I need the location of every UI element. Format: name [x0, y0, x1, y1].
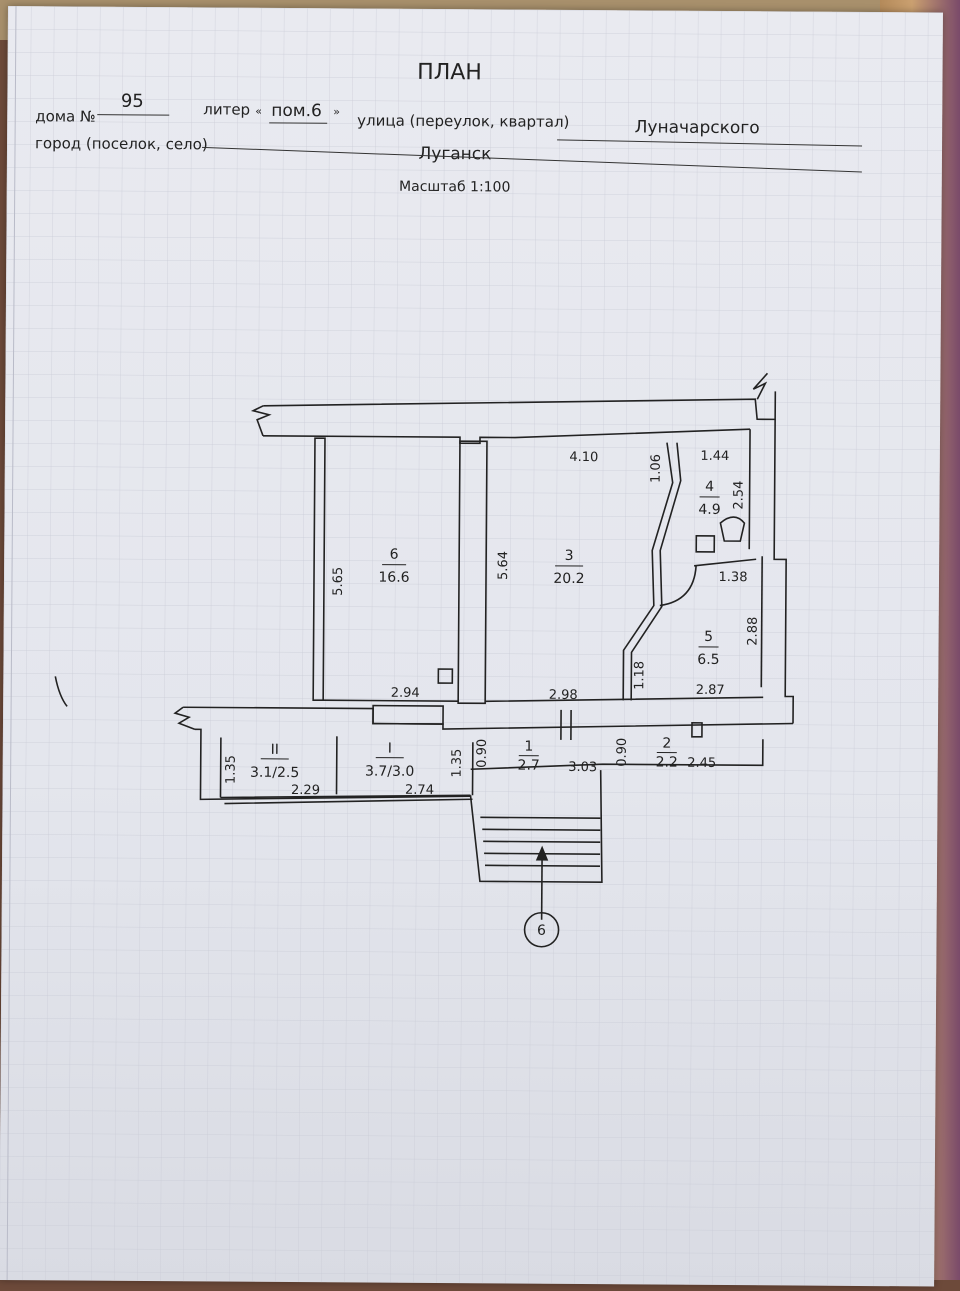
liter-value: пом.6 [271, 101, 322, 121]
house-label: дома № [35, 107, 96, 125]
room-4-number: 4 [705, 479, 714, 495]
room-2-number: 2 [662, 736, 671, 752]
house-number: 95 [121, 91, 144, 112]
room5-right-wall [761, 556, 762, 687]
dim-1-18: 1.18 [632, 661, 647, 690]
dim-1-35-left: 1.35 [224, 755, 239, 784]
room-3-number: 3 [565, 548, 574, 564]
street-label: улица (переулок, квартал) [357, 111, 569, 130]
dim-0-90-right: 0.90 [615, 738, 630, 767]
scale-label: Масштаб 1:100 [399, 179, 510, 196]
dim-2-45: 2.45 [687, 756, 716, 771]
liter-open-quote: « [255, 105, 262, 118]
dim-5-65: 5.65 [331, 567, 346, 596]
dim-3-03: 3.03 [568, 760, 597, 775]
liter-close-quote: » [333, 105, 340, 118]
house-underline [97, 115, 169, 116]
room-I-number: I [388, 741, 392, 757]
dim-1-38: 1.38 [718, 570, 747, 585]
entrance-number: 6 [537, 923, 546, 939]
dim-0-90-left: 0.90 [475, 739, 490, 768]
dim-2-87: 2.87 [696, 683, 725, 698]
document-drawing: ПЛАН дома № 95 литер « пом.6 » улица (пе… [0, 6, 943, 1286]
street-value: Луначарского [635, 117, 760, 138]
room-4-area: 4.9 [698, 502, 720, 518]
city-label: город (поселок, село) [35, 134, 208, 153]
grid-background [0, 6, 943, 1286]
city-value: Луганск [418, 144, 491, 165]
room-6-area: 16.6 [378, 570, 409, 586]
dim-2-29: 2.29 [291, 783, 320, 798]
dim-2-88: 2.88 [746, 617, 761, 646]
dim-2-74: 2.74 [405, 783, 434, 798]
room-5-number: 5 [704, 629, 713, 645]
room-1-area: 2.7 [518, 758, 540, 774]
room-5-area: 6.5 [697, 652, 719, 668]
floor-plan-document: ПЛАН дома № 95 литер « пом.6 » улица (пе… [0, 6, 943, 1286]
room-II-number: II [271, 742, 279, 758]
dim-1-06: 1.06 [649, 454, 664, 483]
dim-2-98: 2.98 [549, 688, 578, 703]
dim-2-54: 2.54 [732, 481, 747, 510]
dim-5-64: 5.64 [496, 551, 511, 580]
liter-label: литер [203, 100, 250, 118]
room-I-area: 3.7/3.0 [365, 764, 414, 780]
room-6-number: 6 [390, 547, 399, 563]
dim-4-10: 4.10 [569, 450, 598, 465]
room-3-area: 20.2 [553, 571, 584, 587]
room-2-area: 2.2 [656, 755, 678, 771]
document-title: ПЛАН [417, 60, 482, 85]
dim-1-35-right: 1.35 [450, 749, 465, 778]
room-II-area: 3.1/2.5 [250, 765, 299, 781]
dim-1-44: 1.44 [700, 449, 729, 464]
dim-2-94: 2.94 [391, 686, 420, 701]
room-1-number: 1 [524, 739, 533, 755]
